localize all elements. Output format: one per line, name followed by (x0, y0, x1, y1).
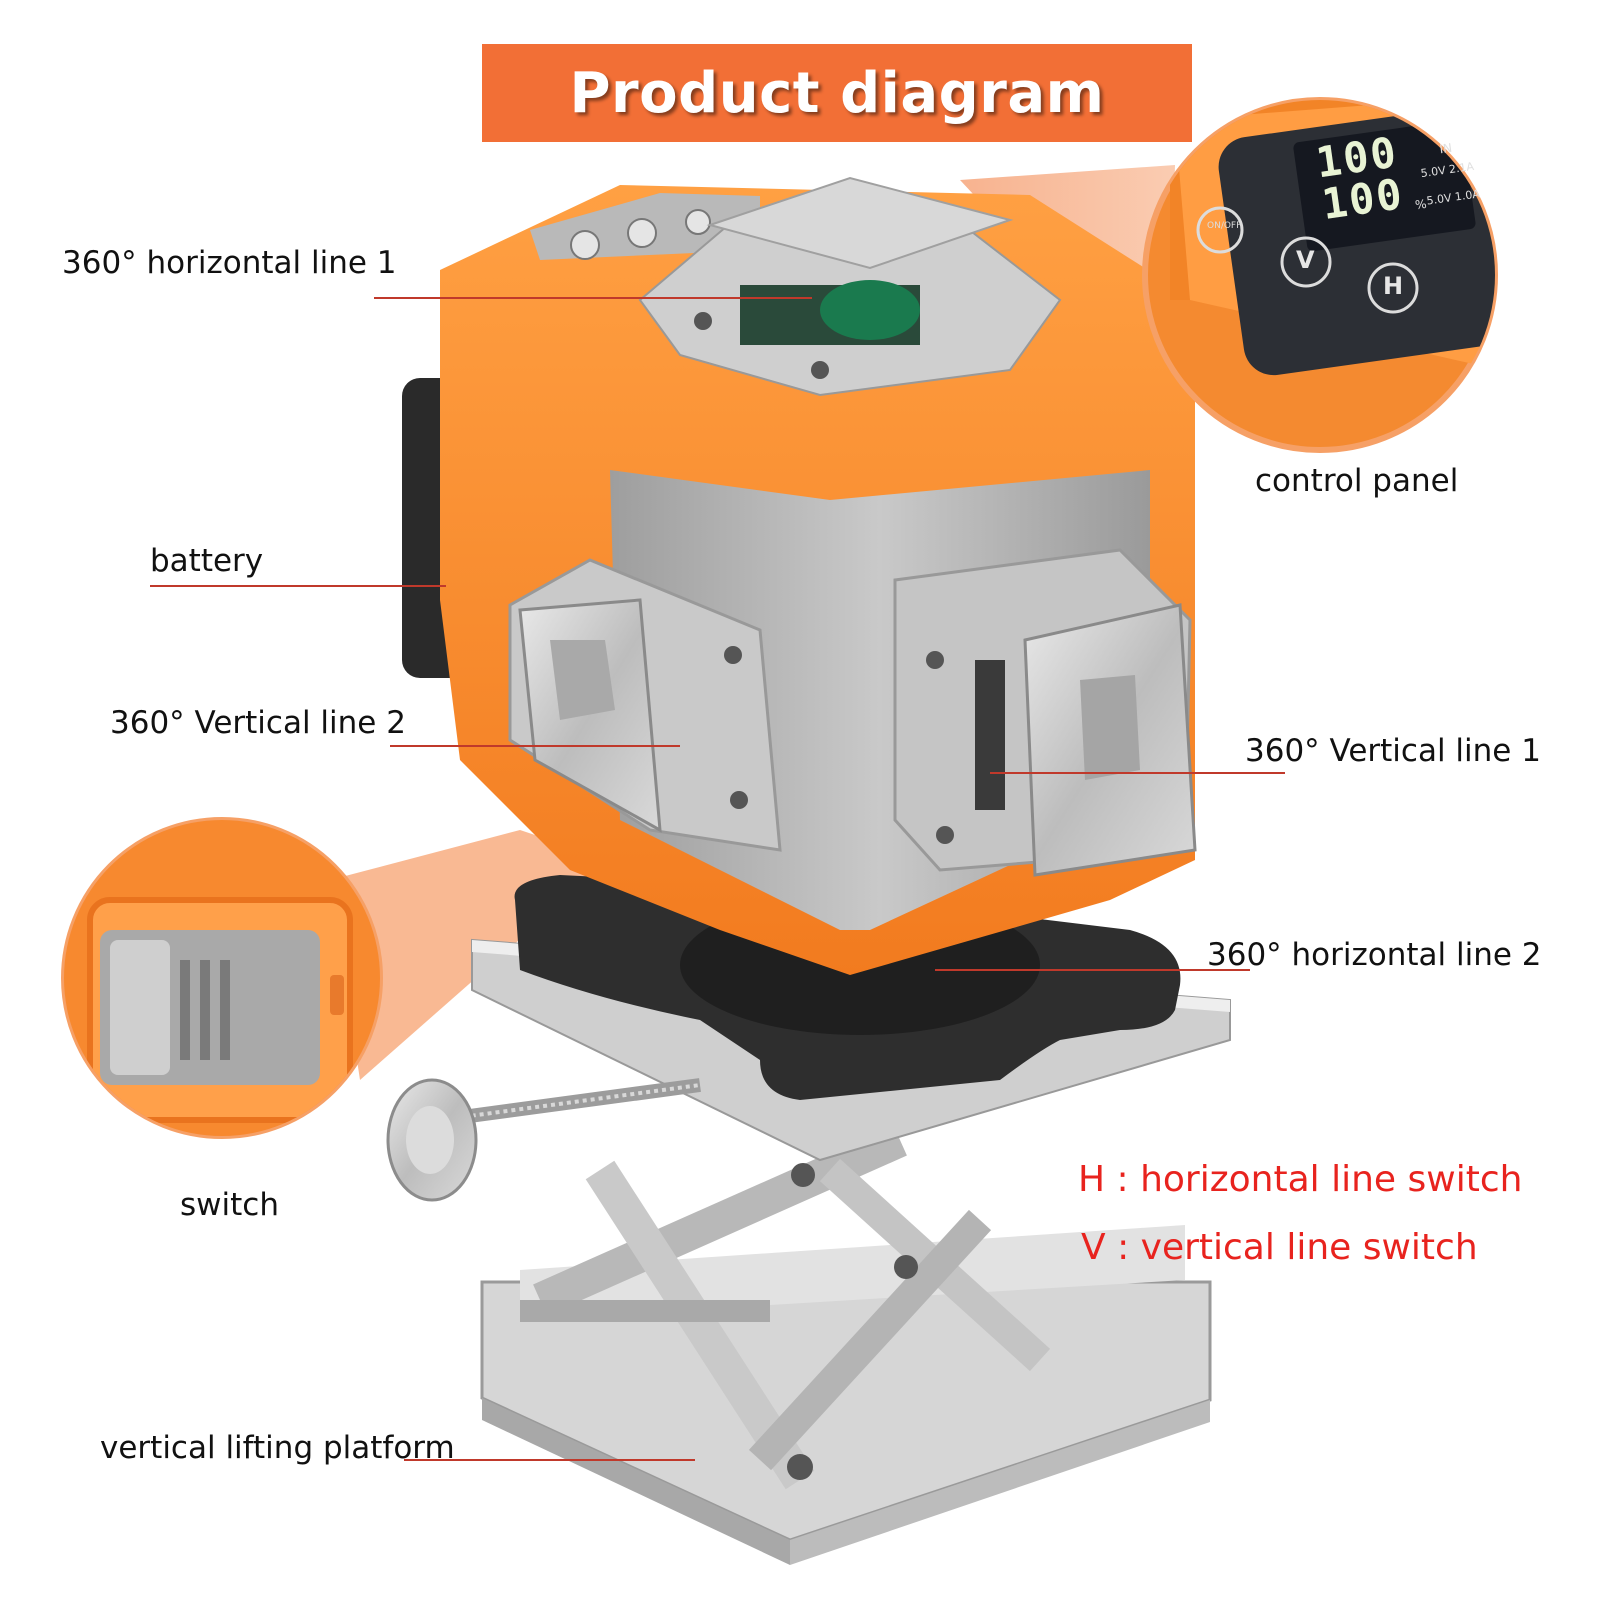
display-spec-2: 5.0V 1.0A (1425, 187, 1481, 208)
label-battery: battery (150, 543, 264, 579)
v-button-label: V (1296, 246, 1315, 274)
label-horizontal-line-2: 360° horizontal line 2 (1207, 937, 1542, 973)
label-vertical-lifting-platform: vertical lifting platform (100, 1430, 455, 1466)
switch-zoom (61, 817, 383, 1139)
title-banner: Product diagram (482, 44, 1192, 142)
legend-v-switch: V : vertical line switch (1081, 1227, 1478, 1268)
label-control-panel: control panel (1255, 463, 1459, 499)
power-button-label: ON/OFF (1207, 221, 1242, 231)
h-button-label: H (1383, 272, 1404, 300)
label-vertical-line-1: 360° Vertical line 1 (1245, 733, 1541, 769)
display-spec-1: 5.0V 2.1A (1419, 159, 1475, 181)
display-reading-2: 100 (1318, 169, 1407, 230)
page-title: Product diagram (569, 60, 1105, 126)
label-horizontal-line-1: 360° horizontal line 1 (62, 245, 397, 281)
control-panel-display: 100 100 IN % 5.0V 2.1A 5.0V 1.0A (1305, 116, 1489, 249)
display-percent: % (1414, 196, 1428, 213)
leader-lines (150, 297, 1285, 1461)
display-in: IN (1438, 140, 1453, 157)
control-panel-zoom (1142, 97, 1498, 453)
laser-level-body (440, 176, 1197, 975)
legend-h-switch: H : horizontal line switch (1078, 1159, 1523, 1200)
label-switch: switch (180, 1187, 279, 1223)
label-vertical-line-2: 360° Vertical line 2 (110, 705, 406, 741)
